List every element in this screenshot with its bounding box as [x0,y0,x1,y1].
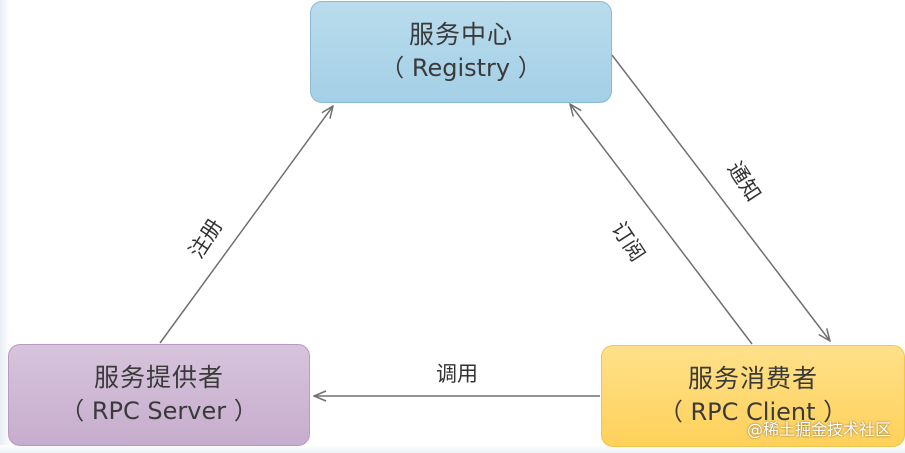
watermark: @稀土掘金技术社区 [746,420,891,439]
left-edge-shade [0,0,10,453]
invoke-label: 调用 [436,362,478,386]
subscribe-arrow [570,104,753,345]
notify-arrow [611,54,830,341]
consumer-subtitle: （ RPC Client ） [658,398,848,426]
registry-node: 服务中心 （ Registry ） [310,1,612,103]
register-arrow [159,106,333,344]
provider-node: 服务提供者 （ RPC Server ） [8,344,310,446]
consumer-title: 服务消费者 [687,364,818,393]
provider-title: 服务提供者 [93,363,224,392]
registry-title: 服务中心 [408,20,513,49]
bottom-edge-shade [0,445,905,453]
provider-subtitle: （ RPC Server ） [60,397,258,425]
consumer-node: 服务消费者 （ RPC Client ） [601,345,905,447]
registry-subtitle: （ Registry ） [380,54,542,82]
